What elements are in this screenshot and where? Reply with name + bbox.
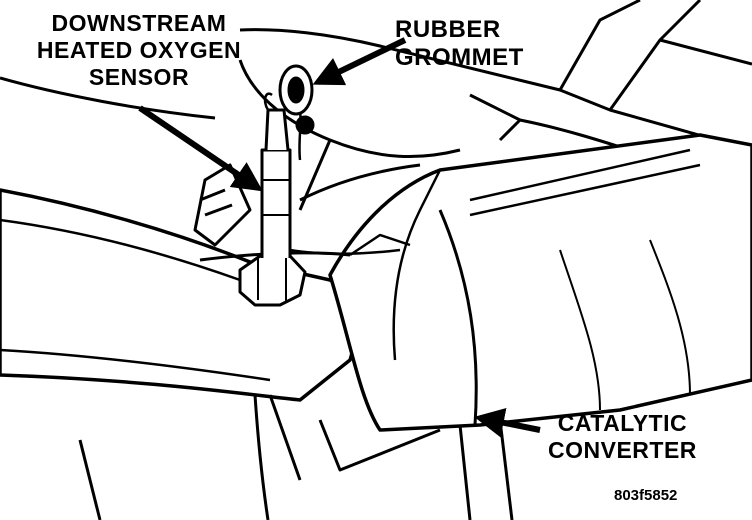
catalytic-converter-shape: [328, 133, 752, 432]
sensor-label-line1: DOWNSTREAM: [51, 10, 227, 36]
catalytic-label-line1: CATALYTIC: [557, 410, 688, 436]
rubber-grommet-label: RUBBER GROMMET: [395, 18, 524, 74]
rubber-grommet-shape: [278, 64, 315, 135]
grommet-label-line2: GROMMET: [395, 44, 524, 71]
catalytic-label-line2: CONVERTER: [548, 437, 697, 463]
leader-arrows: [138, 37, 541, 438]
figure-id: 803f5852: [614, 487, 678, 504]
sensor-label-line2: HEATED OXYGEN: [36, 37, 242, 63]
catalytic-arrow: [474, 407, 541, 438]
exhaust-pipe: [0, 188, 356, 402]
sensor-label-line3: SENSOR: [88, 64, 190, 90]
downstream-oxygen-sensor-label: DOWNSTREAM HEATED OXYGEN SENSOR: [14, 12, 264, 93]
grommet-label-line1: RUBBER: [395, 16, 501, 43]
grommet-arrow: [312, 37, 407, 86]
oxygen-sensor: [238, 92, 307, 307]
catalytic-converter-label: CATALYTIC CONVERTER: [548, 412, 697, 466]
lower-structure: [78, 394, 514, 520]
sensor-arrow: [138, 105, 263, 192]
